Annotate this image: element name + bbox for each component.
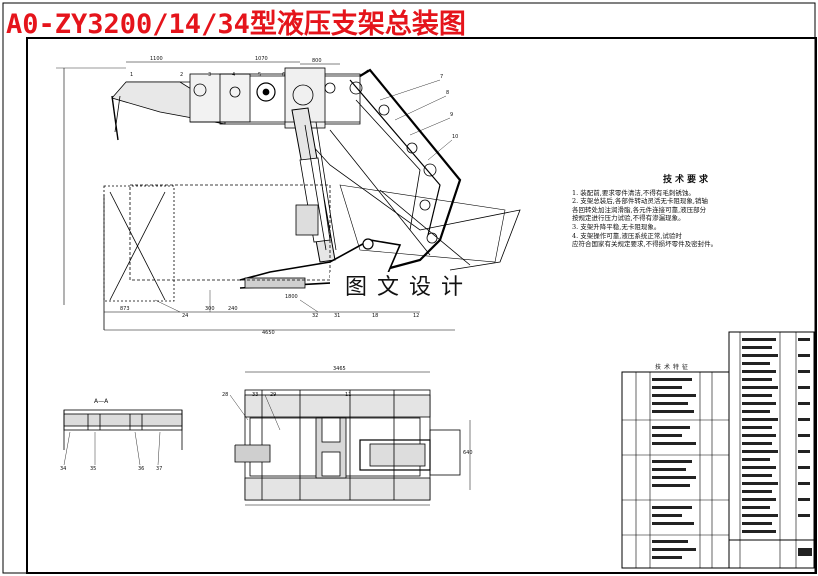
dimension-label: 4650 — [262, 330, 275, 336]
table-title: 技术特征 — [655, 364, 692, 371]
inner-border — [26, 37, 817, 574]
dimension-label: 1070 — [255, 56, 268, 62]
section-label: A—A — [94, 398, 109, 405]
notes-title: 技术要求 — [662, 175, 711, 185]
part-number: 32 — [312, 313, 319, 319]
plan-view — [229, 371, 471, 506]
notes-line: 应符合国家有关规定要求,不得损坏零件及密封件。 — [572, 240, 718, 249]
part-number: 3 — [208, 72, 212, 78]
part-number: 8 — [446, 90, 450, 96]
part-number: 5 — [258, 72, 262, 78]
technical-requirements: 技术要求 1. 装配前,要求零件清洁,不得有毛刺锈蚀。 2. 支架总装后,各部件… — [572, 176, 802, 249]
part-number: 29 — [270, 392, 277, 398]
part-number: 2 — [180, 72, 184, 78]
part-number: 18 — [372, 313, 379, 319]
part-number: 31 — [334, 313, 341, 319]
dimension-label: 873 — [120, 306, 130, 312]
part-number: 36 — [138, 466, 145, 472]
part-number: 37 — [156, 466, 163, 472]
notes-line: 1. 装配前,要求零件清洁,不得有毛刺锈蚀。 — [572, 188, 695, 197]
dimension-label: 640 — [463, 450, 473, 456]
part-number: 35 — [90, 466, 97, 472]
dimension-label: 1800 — [285, 294, 298, 300]
watermark-text: 图文设计 — [330, 272, 488, 304]
drawing-title: A0-ZY3200/14/34型液压支架总装图 — [6, 9, 466, 40]
part-number: 4 — [232, 72, 236, 78]
part-number: 9 — [450, 112, 454, 118]
notes-line: 3. 支架升降平稳,无卡阻现象。 — [572, 222, 661, 231]
dimension-label: 3465 — [333, 366, 346, 372]
part-number: 28 — [222, 392, 229, 398]
section-a-a-view — [63, 409, 183, 466]
parts-table — [621, 331, 815, 569]
part-number: 24 — [182, 313, 189, 319]
dimension-label: 300 — [205, 306, 215, 312]
part-number: 34 — [60, 466, 67, 472]
part-number: 7 — [440, 74, 444, 80]
notes-line: 2. 支架总装后,各部件转动灵活无卡阻现象,销轴 — [572, 197, 708, 206]
side-elevation-view — [56, 61, 521, 331]
part-number: 11 — [345, 392, 352, 398]
dimension-label: 1100 — [150, 56, 163, 62]
part-number: 1 — [130, 72, 134, 78]
part-number: 10 — [452, 134, 459, 140]
part-number: 6 — [282, 72, 286, 78]
notes-line: 4. 支架操作可靠,液压系统正常,试验时 — [572, 231, 682, 240]
dimension-label: 800 — [312, 58, 322, 64]
dimension-label: 240 — [228, 306, 238, 312]
part-number: 33 — [252, 392, 259, 398]
notes-line: 按规定进行压力试验,不得有渗漏现象。 — [572, 214, 685, 223]
notes-line: 各回转处加注润滑脂,各元件连接可靠,液压部分 — [572, 205, 707, 214]
part-number: 12 — [413, 313, 420, 319]
